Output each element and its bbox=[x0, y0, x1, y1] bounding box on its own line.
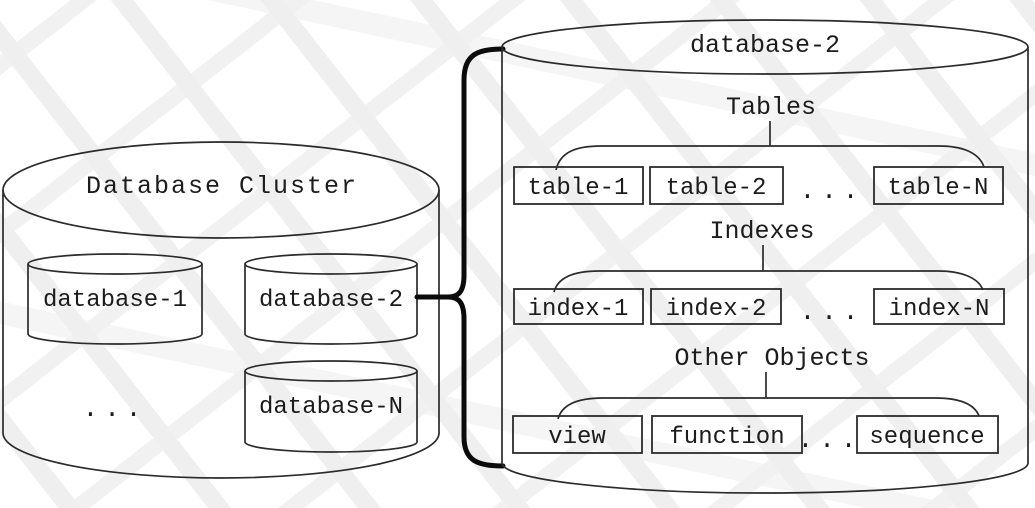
function-label: function bbox=[669, 424, 784, 451]
other-objects-heading: Other Objects bbox=[674, 344, 869, 373]
other-objects-ellipsis: ... bbox=[798, 425, 863, 455]
index-1-label: index-1 bbox=[528, 296, 629, 323]
table-n-label: table-N bbox=[888, 175, 989, 202]
database-n-label: database-N bbox=[259, 394, 403, 421]
view-box bbox=[512, 415, 643, 454]
detail-cylinder-top bbox=[501, 19, 1029, 75]
indexes-heading: Indexes bbox=[709, 217, 814, 246]
database-n-top bbox=[244, 360, 418, 382]
tables-brace-curve bbox=[555, 145, 985, 171]
detail-cylinder-body bbox=[501, 47, 1029, 494]
tables-ellipsis: ... bbox=[800, 176, 865, 206]
table-1-label: table-1 bbox=[528, 175, 629, 202]
index-n-label: index-N bbox=[889, 296, 990, 323]
database-1-top bbox=[27, 253, 203, 275]
database-n-body bbox=[244, 371, 418, 453]
index-2-label: index-2 bbox=[666, 296, 767, 323]
brace-curve bbox=[445, 46, 506, 469]
sequence-label: sequence bbox=[869, 424, 984, 451]
section-indexes: Indexes index-1 index-2 ... index-N bbox=[513, 217, 1005, 327]
view-label: view bbox=[548, 424, 606, 451]
database-1-label: database-1 bbox=[43, 287, 187, 314]
expansion-brace bbox=[414, 46, 506, 469]
section-tables: Tables table-1 table-2 ... table-N bbox=[513, 93, 1004, 206]
detail-title: database-2 bbox=[690, 31, 840, 60]
table-2-box bbox=[649, 166, 784, 205]
table-2-label: table-2 bbox=[666, 175, 767, 202]
database-detail-cylinder: database-2 Tables table-1 table-2 ... ta… bbox=[501, 19, 1029, 494]
database-1-cylinder: database-1 bbox=[27, 253, 203, 345]
other-objects-brace-curve bbox=[557, 397, 980, 420]
database-cluster-cylinder: Database Cluster database-1 database-2 d… bbox=[2, 141, 440, 479]
tables-heading: Tables bbox=[726, 93, 816, 122]
cluster-cylinder-top bbox=[2, 141, 440, 239]
indexes-brace-curve bbox=[553, 270, 984, 293]
sequence-box bbox=[856, 415, 999, 454]
cluster-ellipsis: ... bbox=[83, 394, 148, 424]
database-n-cylinder: database-N bbox=[244, 360, 418, 453]
database-2-top bbox=[244, 253, 418, 275]
table-n-box bbox=[873, 166, 1004, 205]
database-2-cylinder: database-2 bbox=[244, 253, 418, 345]
section-other-objects: Other Objects view function ... sequence bbox=[512, 344, 999, 455]
indexes-ellipsis: ... bbox=[800, 297, 865, 327]
database-2-body bbox=[244, 264, 418, 345]
table-1-box bbox=[513, 166, 644, 205]
database-2-label: database-2 bbox=[259, 287, 403, 314]
index-1-box bbox=[513, 288, 644, 325]
index-n-box bbox=[873, 288, 1005, 325]
index-2-box bbox=[650, 288, 782, 325]
database-1-body bbox=[27, 264, 203, 345]
cluster-cylinder-body bbox=[2, 190, 440, 479]
cluster-title: Database Cluster bbox=[86, 172, 358, 201]
function-box bbox=[651, 415, 803, 454]
